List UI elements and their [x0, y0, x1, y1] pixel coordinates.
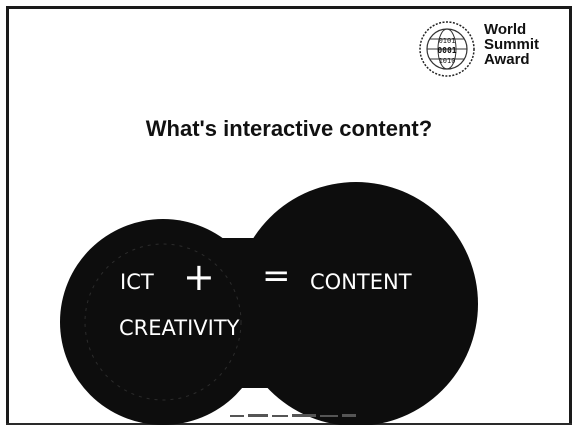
svg-text:0101: 0101	[439, 37, 456, 45]
term-ict: ICT	[120, 270, 154, 294]
slide-title: What's interactive content?	[145, 116, 433, 141]
world-summit-award-logo: 0101 0001 1010 World Summit Award	[412, 18, 562, 80]
logo-wordmark: World Summit Award	[484, 22, 539, 67]
logo-line-summit: Summit	[484, 36, 540, 53]
slide-border-left	[6, 6, 9, 424]
equals-sign: =	[262, 256, 291, 296]
globe-icon: 0101 0001 1010	[419, 21, 475, 77]
svg-text:0001: 0001	[437, 46, 456, 55]
plus-sign: +	[183, 255, 215, 299]
slide-border-bottom	[6, 423, 572, 425]
footer-smudge	[230, 414, 356, 417]
equation-blob	[60, 182, 478, 425]
slide-border-top	[6, 6, 572, 9]
svg-text:1010: 1010	[439, 57, 456, 65]
logo-line-world: World	[484, 21, 527, 38]
logo-line-award: Award	[484, 51, 530, 68]
term-content: CONTENT	[310, 270, 412, 294]
slide-border-right	[569, 6, 572, 424]
term-creativity: CREATIVITY	[119, 316, 240, 340]
